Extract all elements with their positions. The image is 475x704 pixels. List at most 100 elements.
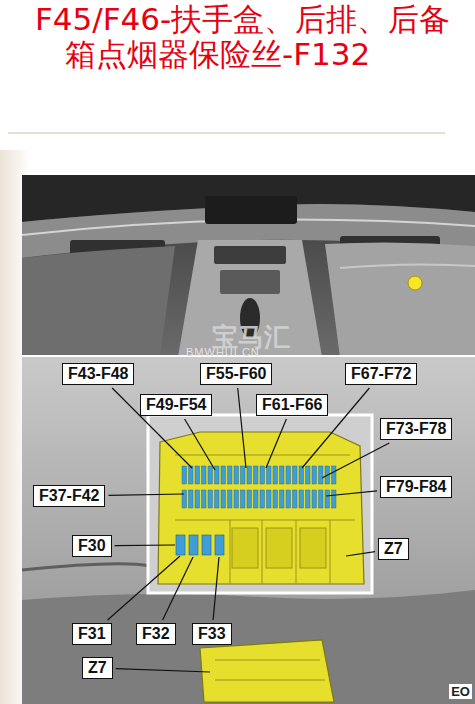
leader-line (109, 494, 185, 495)
fuse (182, 490, 187, 508)
leader-line (163, 557, 193, 620)
leader-lines (108, 388, 390, 672)
fuse (260, 466, 265, 484)
fuse (195, 490, 200, 508)
fuse (234, 466, 239, 484)
callout-number: F79-F84 (386, 478, 446, 495)
callout-number: F49-F54 (146, 396, 206, 413)
fuse (280, 490, 285, 508)
callout-box: F49-F54 (140, 394, 212, 416)
leader-line (115, 544, 175, 546)
leader-line (266, 419, 286, 468)
fuse (234, 490, 239, 508)
fuse (319, 490, 324, 508)
fuse (215, 490, 220, 508)
fusebox-render (22, 357, 475, 704)
separator-line (8, 132, 445, 134)
fuse (273, 490, 278, 508)
left-dash (22, 246, 175, 357)
callout-box: Z7 (378, 538, 409, 560)
fuse (176, 535, 185, 555)
relay (232, 528, 258, 568)
fuse (267, 490, 272, 508)
fuse-box (158, 432, 364, 584)
fuse (241, 466, 246, 484)
fuse (280, 466, 285, 484)
fuse (221, 490, 226, 508)
leader-line (346, 552, 375, 556)
fuse (260, 490, 265, 508)
callout-box: F79-F84 (380, 476, 452, 498)
callout-number: F43-F48 (68, 365, 128, 382)
callout-number: F30 (78, 537, 106, 554)
module-detail (215, 660, 325, 680)
callout-number: F37-F42 (39, 487, 99, 504)
callout-number: F73-F78 (386, 420, 446, 437)
fuse (293, 490, 298, 508)
callout-box: F61-F66 (256, 394, 328, 416)
fuse (312, 466, 317, 484)
leader-line (185, 419, 215, 470)
fuse (254, 490, 259, 508)
fuse (299, 466, 304, 484)
leader-line (322, 443, 389, 478)
fuse (293, 466, 298, 484)
fuse (202, 466, 207, 484)
fuse (228, 490, 233, 508)
fuse (319, 466, 324, 484)
fuse (306, 466, 311, 484)
callout-box: Z7 (82, 657, 113, 679)
figure-code: EO (449, 684, 472, 699)
fuse (267, 466, 272, 484)
callout-box: F43-F48 (62, 363, 134, 385)
fuse (247, 466, 252, 484)
fuse (312, 490, 317, 508)
fuse (202, 535, 211, 555)
callout-box: F55-F60 (200, 363, 272, 385)
fuse (189, 535, 198, 555)
fuse (332, 466, 337, 484)
title: F45/F46-扶手盒、后排、后备箱点烟器保险丝-F132 (35, 2, 452, 72)
fuse (286, 466, 291, 484)
lower-dash (22, 590, 475, 704)
glovebox (325, 242, 475, 357)
leader-line (326, 491, 377, 496)
fuse (208, 490, 213, 508)
callout-box: F73-F78 (380, 418, 452, 440)
location-dot (408, 276, 422, 290)
callout-box: F30 (72, 535, 112, 557)
glovebox-edge (340, 264, 475, 268)
leader-line (213, 557, 219, 620)
controls (220, 270, 280, 294)
fuse (325, 490, 330, 508)
callout-box: F31 (72, 623, 112, 645)
callout-number: F67-F72 (351, 365, 411, 382)
inset-frame (148, 415, 372, 593)
callout-number: Z7 (88, 659, 107, 676)
fuse (189, 490, 194, 508)
callout-box: F32 (136, 623, 176, 645)
fuse (195, 466, 200, 484)
fuse (273, 466, 278, 484)
fuse (306, 490, 311, 508)
fuse (221, 466, 226, 484)
leader-line (116, 669, 210, 672)
leader-line (238, 388, 246, 468)
watermark: BMWHUI.CN (186, 346, 260, 358)
fuse (215, 466, 220, 484)
callout-box: F67-F72 (345, 363, 417, 385)
trim (22, 564, 150, 570)
fuse (189, 466, 194, 484)
callout-number: F32 (142, 625, 170, 642)
callout-number: F61-F66 (262, 396, 322, 413)
leader-line (108, 556, 180, 620)
callout-box: F33 (192, 623, 232, 645)
callout-number: F33 (198, 625, 226, 642)
lower-module (200, 640, 334, 702)
fuse (299, 490, 304, 508)
screen (205, 196, 297, 224)
fuse (228, 466, 233, 484)
vent (214, 246, 286, 264)
fuse (202, 490, 207, 508)
